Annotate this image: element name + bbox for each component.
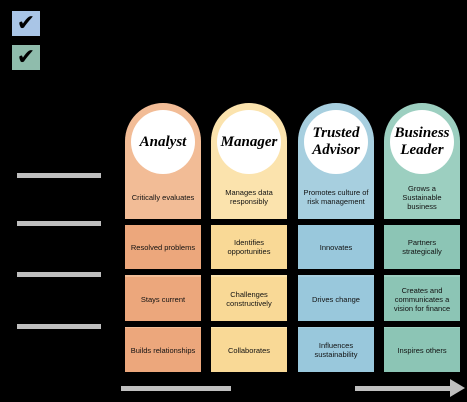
competency-cell: Influences sustainability <box>298 328 374 372</box>
axis-bar <box>121 386 231 391</box>
check-icon: ✔ <box>12 11 40 36</box>
column-title: Analyst <box>131 110 195 174</box>
column-title: Manager <box>217 110 281 174</box>
competency-cell: Resolved problems <box>125 225 201 269</box>
column-title: Business Leader <box>390 110 454 174</box>
cell-divider <box>211 269 287 275</box>
competency-cell: Promotes culture of risk management <box>303 188 369 206</box>
check-icon: ✔ <box>12 45 40 70</box>
competency-cell: Collaborates <box>211 328 287 372</box>
competency-cell: Critically evaluates <box>131 192 195 202</box>
row-label-bar <box>17 221 101 226</box>
column-title: Trusted Advisor <box>304 110 368 174</box>
competency-cell: Identifies opportunities <box>211 225 287 269</box>
competency-cell: Stays current <box>125 277 201 321</box>
competency-cell: Drives change <box>298 277 374 321</box>
competency-cell: Creates and communicates a vision for fi… <box>384 277 460 321</box>
cell-divider <box>125 321 201 327</box>
cell-divider <box>211 321 287 327</box>
competency-cell: Challenges constructively <box>211 277 287 321</box>
cell-divider <box>298 269 374 275</box>
row-label-bar <box>17 272 101 277</box>
cell-divider <box>298 219 374 225</box>
competency-cell: Grows a Sustainable business <box>402 183 442 211</box>
cell-divider <box>125 269 201 275</box>
cell-divider <box>298 321 374 327</box>
competency-cell: Innovates <box>298 225 374 269</box>
cell-divider <box>384 269 460 275</box>
competency-cell: Manages data responsibly <box>225 188 273 206</box>
competency-cell: Partners strategically <box>384 225 460 269</box>
arrow-shaft <box>355 386 453 391</box>
competency-cell: Builds relationships <box>125 328 201 372</box>
row-label-bar <box>17 324 101 329</box>
cell-divider <box>384 219 460 225</box>
arrow-head-icon <box>450 379 465 397</box>
cell-divider <box>211 219 287 225</box>
cell-divider <box>125 219 201 225</box>
cell-divider <box>384 321 460 327</box>
competency-cell: Inspires others <box>384 328 460 372</box>
row-label-bar <box>17 173 101 178</box>
